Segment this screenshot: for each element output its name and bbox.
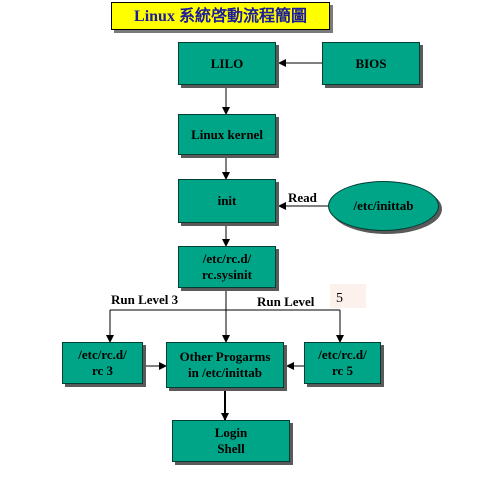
edge-label-run-level-5-number: 5 — [336, 291, 343, 306]
node-bios-label: BIOS — [355, 55, 387, 71]
node-rc3-line2: rc 3 — [91, 363, 114, 378]
node-rc5-line1: /etc/rc.d/ — [318, 347, 367, 362]
node-rc-sysinit: /etc/rc.d/ rc.sysinit — [178, 246, 276, 288]
node-rc-sysinit-line2: rc.sysinit — [202, 267, 252, 282]
edge-label-run-level-5: Run Level — [257, 294, 315, 309]
node-etc-inittab-label: /etc/inittab — [353, 198, 414, 213]
node-login-shell-line1: Login — [214, 425, 248, 440]
node-login-shell: Login Shell — [172, 420, 290, 462]
node-lilo-label: LILO — [210, 55, 244, 71]
node-other-programs: Other Progarms in /etc/inittab — [166, 342, 284, 388]
node-rc3: /etc/rc.d/ rc 3 — [62, 342, 143, 384]
node-init-label: init — [217, 193, 237, 208]
diagram-title: Linux 系統啓動流程簡圖 — [111, 2, 330, 30]
node-linux-kernel-label: Linux kernel — [191, 126, 263, 142]
node-other-programs-line1: Other Progarms — [179, 349, 271, 364]
node-bios: BIOS — [322, 42, 420, 85]
node-other-programs-line2: in /etc/inittab — [187, 365, 263, 380]
highlight-patch — [330, 284, 366, 308]
node-login-shell-line2: Shell — [217, 441, 245, 456]
node-lilo: LILO — [178, 42, 276, 85]
node-rc3-line1: /etc/rc.d/ — [78, 347, 127, 362]
node-rc5: /etc/rc.d/ rc 5 — [304, 342, 381, 384]
node-rc5-line2: rc 5 — [331, 363, 354, 378]
node-init: init — [178, 179, 276, 223]
node-linux-kernel: Linux kernel — [178, 114, 276, 155]
node-rc-sysinit-line1: /etc/rc.d/ — [202, 251, 252, 266]
edge-label-read: Read — [288, 190, 317, 205]
edge-label-run-level-3: Run Level 3 — [111, 292, 179, 307]
node-etc-inittab: /etc/inittab — [328, 181, 439, 231]
